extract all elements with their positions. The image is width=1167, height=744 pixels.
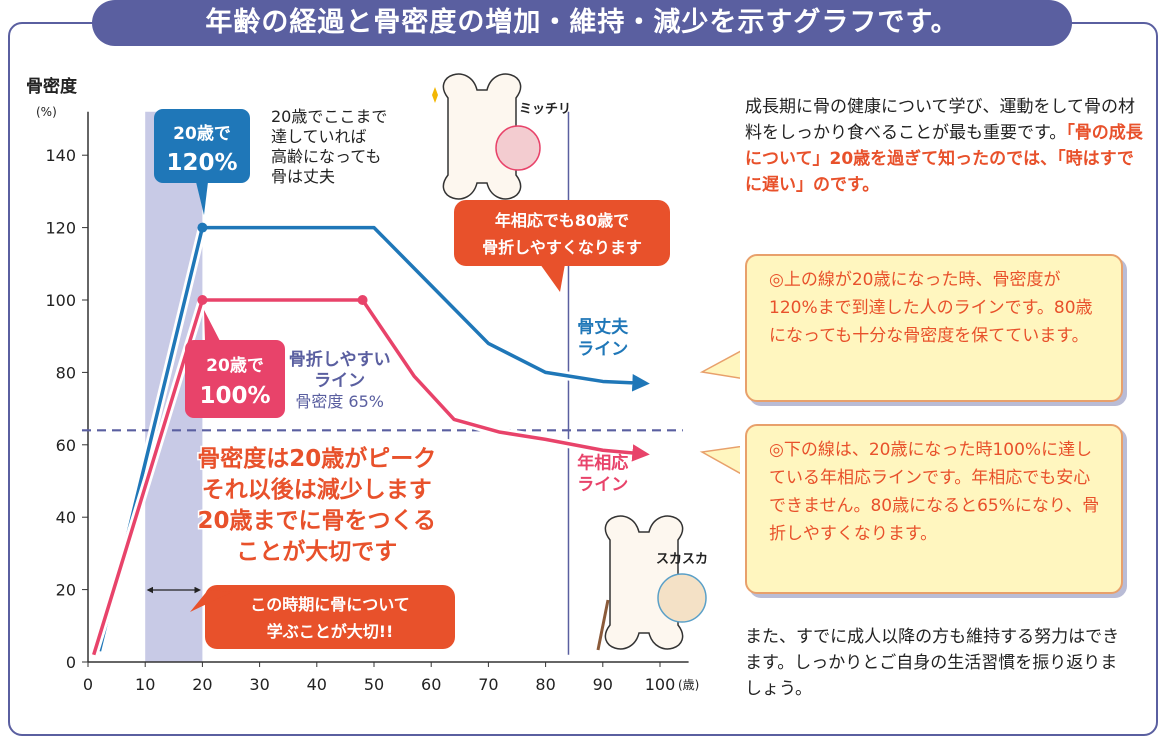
peak-line-2: 20歳までに骨をつくる (198, 508, 437, 534)
peak-line-0: 骨密度は20歳がピーク (197, 445, 436, 472)
series-label-normal-0: 年相応 (577, 452, 628, 473)
x-axis-unit: (歳) (678, 678, 699, 692)
x-tick-label-100: 100 (645, 675, 676, 694)
y-tick-label-0: 0 (66, 653, 76, 672)
series-marker-1-1 (357, 295, 368, 305)
series-line-0 (97, 225, 650, 652)
intro-highlight: 「骨の成長について」20歳を過ぎて知ったのでは、「時はすでに遅い」のです。 (745, 123, 1143, 195)
y-tick-label-120: 120 (45, 219, 76, 238)
callout-upper-pointer (699, 350, 740, 379)
note-80-line0: 年相応でも80歳で (495, 211, 629, 230)
period-line1: 学ぶことが大切!! (267, 622, 394, 641)
badge-100-box (185, 340, 285, 418)
series-label-normal-1: ライン (577, 475, 628, 495)
y-tick-label-100: 100 (45, 291, 76, 310)
y-tick-label-20: 20 (56, 581, 76, 600)
note-20-2: 高齢になっても (271, 147, 381, 166)
note-20-3: 骨は丈夫 (271, 167, 335, 186)
badge-120-line0: 20歳で (173, 123, 231, 144)
hline-label-0: 骨折しやすい (289, 349, 391, 370)
bone-weak-label: スカスカ (656, 552, 708, 567)
y-axis-title: 骨密度 (26, 76, 78, 97)
x-tick-label-10: 10 (135, 675, 155, 694)
x-tick-label-70: 70 (478, 675, 498, 694)
bone-strong-label: ミッチリ (519, 102, 571, 117)
hline-label-1: ライン (314, 371, 365, 391)
note-20-1: 達していれば (271, 127, 367, 146)
note-80-box (454, 200, 670, 266)
note-20-0: 20歳でここまで (271, 107, 387, 126)
y-tick-label-80: 80 (56, 363, 76, 382)
period-line0: この時期に骨について (250, 595, 410, 614)
peak-line-1: それ以後は減少します (202, 476, 432, 503)
badge-100-tail (204, 310, 220, 341)
x-tick-label-60: 60 (421, 675, 441, 694)
x-tick-label-80: 80 (535, 675, 555, 694)
x-tick-label-40: 40 (307, 675, 327, 694)
hline-sublabel: 骨密度 65% (295, 392, 384, 411)
bone-weak-magnifier-icon (657, 573, 707, 623)
x-tick-label-0: 0 (83, 675, 93, 694)
x-tick-label-30: 30 (249, 675, 269, 694)
y-tick-label-40: 40 (56, 508, 76, 527)
series-label-strong-1: ライン (577, 339, 628, 359)
peak-line-3: ことが大切です (236, 538, 397, 565)
bone-weak-icon (604, 515, 684, 650)
x-tick-label-50: 50 (364, 675, 384, 694)
footer-text: また、すでに成人以降の方も維持する努力はできます。しっかりとご自身の生活習慣を振… (745, 627, 1120, 699)
x-tick-label-90: 90 (593, 675, 613, 694)
note-80-tail (540, 264, 565, 292)
page-title: 年齢の経過と骨密度の増加・維持・減少を示すグラフです。 (92, 0, 1072, 46)
series-line-1 (92, 298, 650, 656)
y-tick-label-60: 60 (56, 436, 76, 455)
callout-lower-text: ◎下の線は、20歳になった時100%に達している年相応ラインです。年相応でも安心… (769, 440, 1100, 544)
period-tail (190, 590, 232, 612)
y-axis-unit: (%) (36, 105, 57, 119)
intro-plain: 成長期に骨の健康について学び、運動をして骨の材料をしっかり食べることが最も重要で… (745, 97, 1135, 143)
badge-120-line1: 120% (166, 150, 237, 176)
callout-upper-line: ◎上の線が20歳になった時、骨密度が120%まで到達した人のラインです。80歳に… (745, 254, 1123, 402)
callout-upper-text: ◎上の線が20歳になった時、骨密度が120%まで到達した人のラインです。80歳に… (769, 270, 1093, 346)
cane-icon (596, 599, 610, 651)
period-box (205, 585, 455, 649)
series-label-strong-0: 骨丈夫 (577, 317, 629, 338)
badge-100-line1: 100% (199, 383, 270, 409)
sparkle-icon (432, 87, 438, 103)
intro-text: 成長期に骨の健康について学び、運動をして骨の材料をしっかり食べることが最も重要で… (745, 94, 1145, 198)
y-tick-label-140: 140 (45, 146, 76, 165)
series-marker-1-0 (197, 295, 208, 305)
series-marker-0-0 (197, 222, 208, 233)
callout-lower-line: ◎下の線は、20歳になった時100%に達している年相応ラインです。年相応でも安心… (745, 424, 1123, 594)
badge-100-line0: 20歳で (206, 355, 264, 376)
badge-120-box (154, 109, 250, 183)
callout-lower-pointer (699, 445, 740, 475)
bone-strong-icon (442, 73, 522, 200)
bone-density-chart: 0 20 40 60 80 100 120 140 0 10 20 30 40 50 60 70 80 90 100… (26, 73, 740, 694)
bone-strong-magnifier-icon (495, 125, 541, 171)
x-tick-label-20: 20 (192, 675, 212, 694)
note-80-line1: 骨折しやすくなります (482, 238, 642, 257)
badge-120-tail (196, 182, 208, 215)
